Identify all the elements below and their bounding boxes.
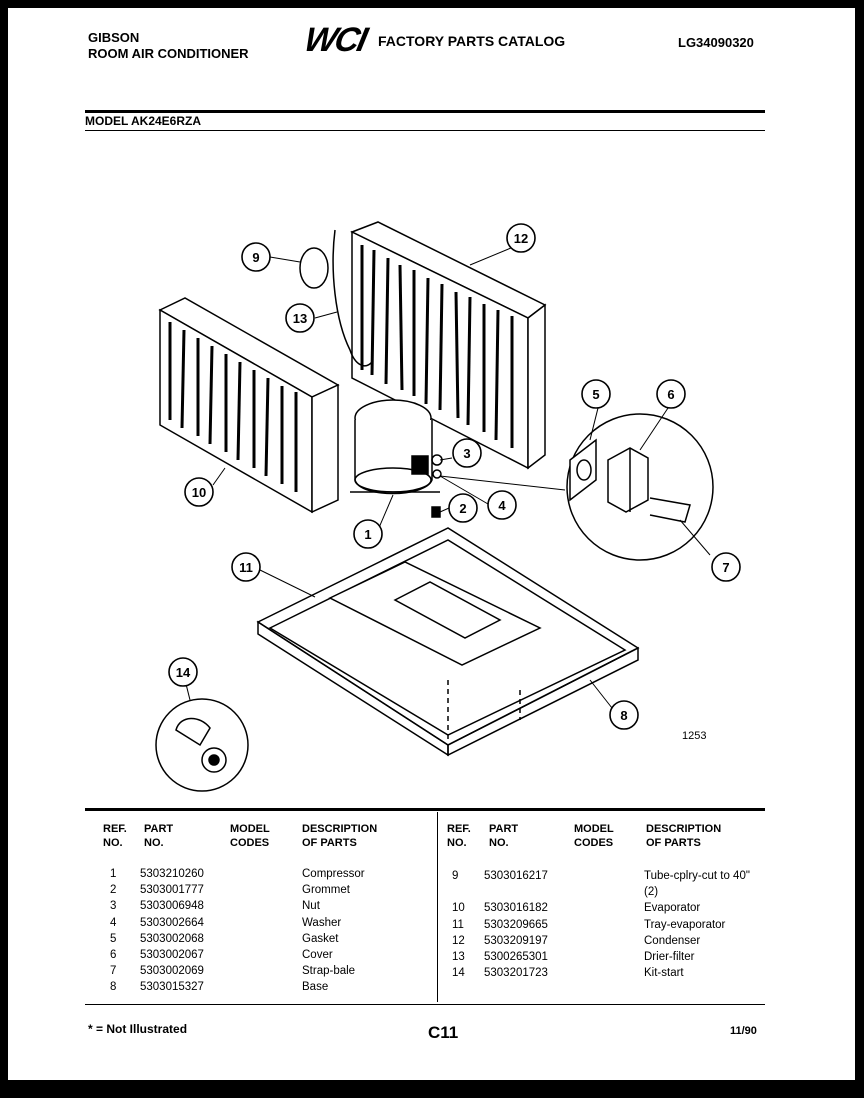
tube-coil-illustration (299, 247, 329, 289)
table-cell: (2) (644, 886, 659, 899)
condenser-illustration (332, 221, 547, 470)
callout-2: 2 (459, 501, 466, 516)
left-ref-column: 1 2 3 4 5 6 7 8 (110, 866, 116, 996)
header-rule (85, 110, 765, 113)
header-ref: REF.NO. (103, 823, 127, 849)
callout-3: 3 (463, 446, 470, 461)
table-cell: Gasket (302, 932, 339, 945)
evaporator-illustration (158, 297, 340, 514)
callout-4: 4 (498, 498, 506, 513)
figure-number: 1253 (682, 730, 707, 742)
terminal-cover-detail (566, 413, 714, 561)
table-cell: Tray-evaporator (644, 918, 726, 931)
table-cell: 5 (110, 932, 117, 945)
washer-illustration (432, 469, 442, 479)
table-cell: 5303210260 (140, 868, 204, 880)
header-ref-right: REF.NO. (447, 823, 471, 849)
table-cell: 11 (452, 918, 464, 931)
table-cell: 5303015327 (140, 981, 204, 994)
brand-block: GIBSON ROOM AIR CONDITIONER (88, 30, 249, 62)
table-cell: 6 (110, 948, 117, 961)
table-cell: Base (302, 981, 329, 994)
table-cell: 7 (110, 965, 117, 978)
grommet-illustration (431, 506, 441, 518)
table-cell: 1 (110, 868, 117, 880)
catalog-title: FACTORY PARTS CATALOG (378, 33, 566, 49)
model-number: MODEL AK24E6RZA (85, 114, 202, 128)
compressor-illustration (350, 399, 440, 495)
callout-14: 14 (176, 665, 191, 680)
table-cell: 9 (452, 870, 459, 882)
table-cell: 12 (452, 934, 465, 947)
callout-9: 9 (252, 250, 259, 265)
right-part-column: 5303016217 5303016182 5303209665 5303209… (484, 868, 548, 981)
not-illustrated-note: * = Not Illustrated (88, 1022, 188, 1036)
callout-6: 6 (667, 387, 674, 402)
start-kit-detail (155, 698, 249, 792)
table-cell: 5303002664 (140, 916, 204, 929)
callout-13: 13 (293, 311, 307, 326)
table-cell: 5303006948 (140, 900, 204, 913)
table-cell: Drier-filter (644, 950, 695, 963)
table-cell: 13 (452, 950, 465, 963)
table-cell: Evaporator (644, 902, 701, 915)
table-cell: 8 (110, 981, 117, 994)
table-cell: Strap-bale (302, 965, 356, 978)
table-cell: Nut (302, 900, 320, 913)
table-cell: Kit-start (644, 967, 684, 980)
callout-11: 11 (239, 560, 253, 575)
callout-5: 5 (592, 387, 599, 402)
table-cell: 5303002069 (140, 965, 204, 978)
table-cell: 5303016182 (484, 902, 548, 915)
table-cell: 5303209197 (484, 934, 548, 947)
left-part-column: 5303210260 5303001777 5303006948 5303002… (140, 866, 204, 996)
table-cell: Tube-cplry-cut to 40" (644, 870, 750, 882)
callout-1: 1 (364, 527, 371, 542)
table-cell: 5303016217 (484, 870, 548, 882)
table-divider (437, 812, 438, 1002)
table-cell: 5300265301 (484, 950, 548, 963)
left-description-column: Compressor Grommet Nut Washer Gasket Cov… (302, 866, 365, 996)
table-cell: Washer (302, 916, 342, 929)
table-cell: Cover (302, 948, 333, 961)
table-cell: 3 (110, 900, 117, 913)
table-cell: 4 (110, 916, 117, 929)
document-id: LG34090320 (678, 35, 754, 50)
table-cell: 5303002067 (140, 948, 204, 961)
table-cell: 5303001777 (140, 884, 204, 897)
product-type: ROOM AIR CONDITIONER (88, 46, 249, 61)
model-rule (85, 130, 765, 131)
table-cell: 5303209665 (484, 918, 548, 931)
table-cell: Compressor (302, 868, 365, 880)
table-cell: 5303002068 (140, 932, 204, 945)
callout-7: 7 (722, 560, 729, 575)
base-tray-illustration (256, 527, 640, 757)
table-cell: Condenser (644, 934, 701, 947)
table-bottom-rule (85, 1004, 765, 1005)
table-cell: 14 (452, 967, 465, 980)
right-description-column: Tube-cplry-cut to 40" (2) Evaporator Tra… (644, 868, 750, 981)
callout-10: 10 (192, 485, 206, 500)
page-code: C11 (428, 1023, 459, 1042)
table-cell: 5303201723 (484, 967, 548, 980)
table-cell: Grommet (302, 884, 350, 897)
table-top-rule (85, 808, 765, 811)
table-cell: 2 (110, 884, 117, 897)
callout-12: 12 (514, 231, 528, 246)
right-ref-column: 9 10 11 12 13 14 (452, 868, 465, 981)
brand-name: GIBSON (88, 30, 140, 45)
table-cell: 10 (452, 902, 465, 915)
callout-8: 8 (620, 708, 627, 723)
catalog-date: 11/90 (730, 1025, 757, 1037)
